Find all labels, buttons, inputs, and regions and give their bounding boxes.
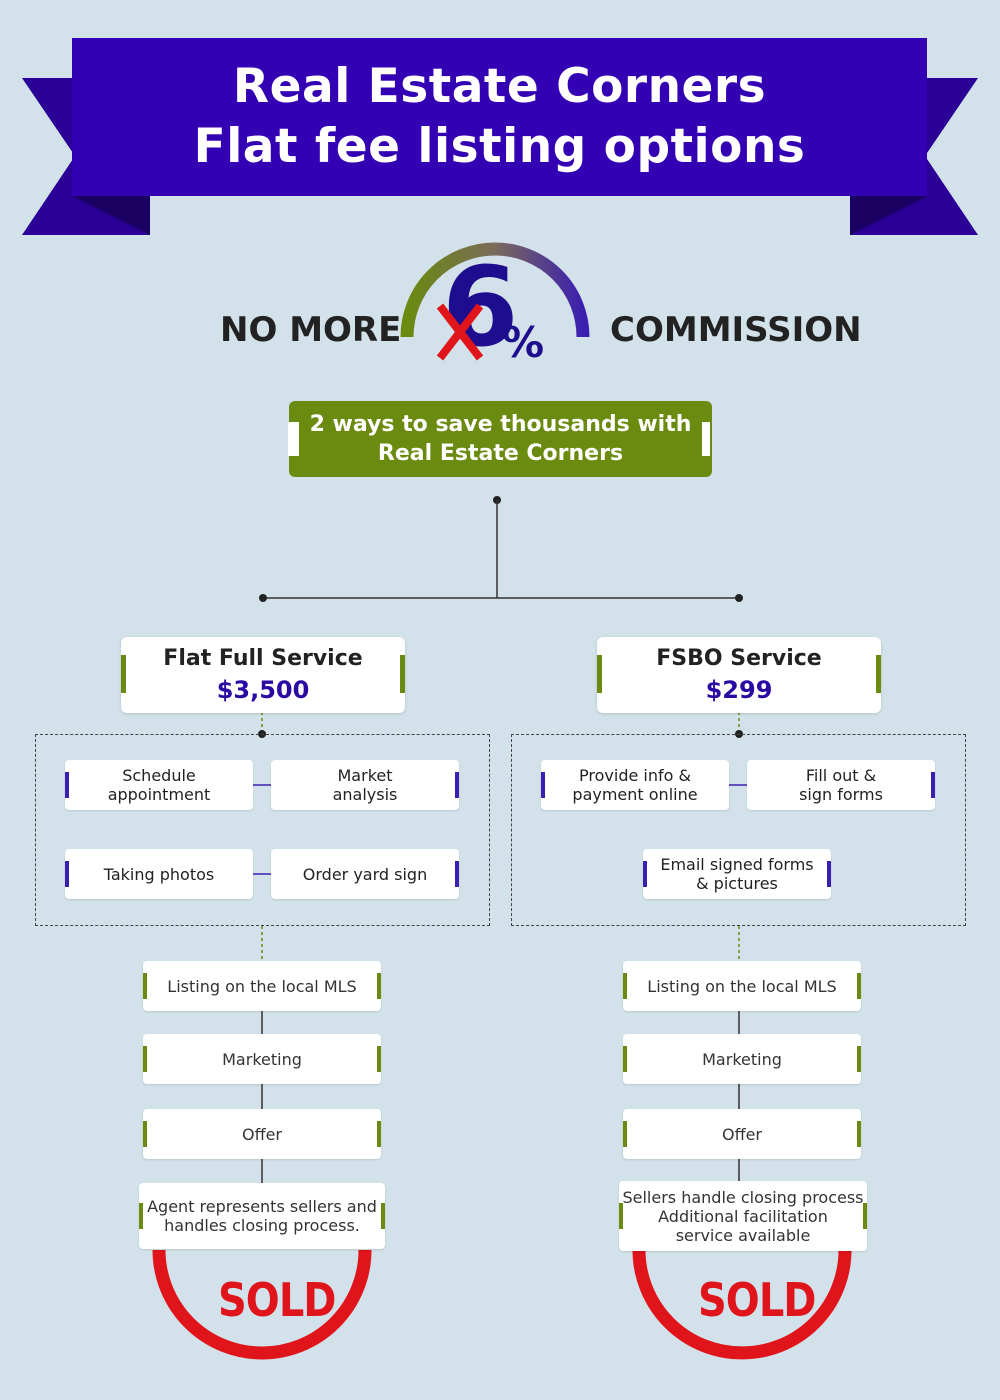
step-line2: & pictures — [696, 874, 778, 893]
no-more-text: NO MORE — [220, 310, 402, 350]
step-line1: Taking photos — [103, 864, 215, 884]
step-line1: Fill out & — [805, 766, 877, 785]
service-price: $299 — [705, 676, 773, 704]
flow-marketing: Marketing — [623, 1034, 861, 1084]
step-line2: sign forms — [799, 785, 883, 804]
ways-line1: 2 ways to save thousands with — [309, 412, 692, 437]
step-line1: Schedule — [122, 766, 196, 785]
gauge-arc-icon — [400, 242, 590, 338]
step-order-yard-sign: Order yard sign — [271, 849, 459, 899]
percent-sign: % — [502, 318, 545, 367]
step-line2: appointment — [107, 785, 211, 804]
commission-text: COMMISSION — [610, 310, 862, 350]
flow-listing-mls: Listing on the local MLS — [623, 961, 861, 1011]
step-line1: Market — [337, 766, 393, 785]
service-name: Flat Full Service — [163, 646, 363, 671]
ways-line2: Real Estate Corners — [377, 441, 624, 466]
flow-text: Agent represents sellers and — [147, 1197, 377, 1216]
step-provide-info: Provide info &payment online — [541, 760, 729, 810]
step-line1: Order yard sign — [302, 864, 428, 884]
full-service-steps-region — [35, 734, 490, 926]
step-fill-out-forms: Fill out &sign forms — [747, 760, 935, 810]
flow-listing-mls: Listing on the local MLS — [143, 961, 381, 1011]
step-line1: Provide info & — [579, 766, 691, 785]
flow-text: Listing on the local MLS — [167, 976, 357, 996]
flow-text: Marketing — [222, 1049, 302, 1069]
step-line2: analysis — [332, 785, 398, 804]
ways-to-save-box: 2 ways to save thousands with Real Estat… — [288, 401, 712, 477]
flow-offer: Offer — [143, 1109, 381, 1159]
flow-text: Offer — [241, 1124, 283, 1144]
fsbo-steps-region — [511, 734, 966, 926]
ways-right-tab — [702, 422, 710, 456]
banner-title-line2: Flat fee listing options — [193, 119, 806, 174]
flow-text: service available — [675, 1225, 811, 1245]
flow-text: handles closing process. — [164, 1216, 360, 1235]
banner-title-line1: Real Estate Corners — [232, 59, 767, 114]
flow-offer: Offer — [623, 1109, 861, 1159]
service-price: $3,500 — [216, 676, 310, 704]
sold-label: SOLD — [218, 1274, 337, 1328]
flow-text: Additional facilitation — [658, 1206, 828, 1226]
title-banner: Real Estate Corners Flat fee listing opt… — [72, 38, 927, 196]
service-name: FSBO Service — [656, 646, 822, 671]
flow-text: Sellers handle closing process — [622, 1187, 864, 1207]
fsbo-service-header: FSBO Service $299 — [597, 637, 881, 713]
ways-left-tab — [291, 422, 299, 456]
red-cross-icon — [436, 303, 484, 361]
flat-full-service-header: Flat Full Service $3,500 — [121, 637, 405, 713]
step-taking-photos: Taking photos — [65, 849, 253, 899]
flow-marketing: Marketing — [143, 1034, 381, 1084]
step-email-forms: Email signed forms& pictures — [643, 849, 831, 899]
flow-text: Offer — [721, 1124, 763, 1144]
flow-text: Listing on the local MLS — [647, 976, 837, 996]
flow-text: Marketing — [702, 1049, 782, 1069]
sold-label: SOLD — [698, 1274, 817, 1328]
step-line2: payment online — [572, 785, 698, 804]
step-line1: Email signed forms — [660, 855, 814, 874]
